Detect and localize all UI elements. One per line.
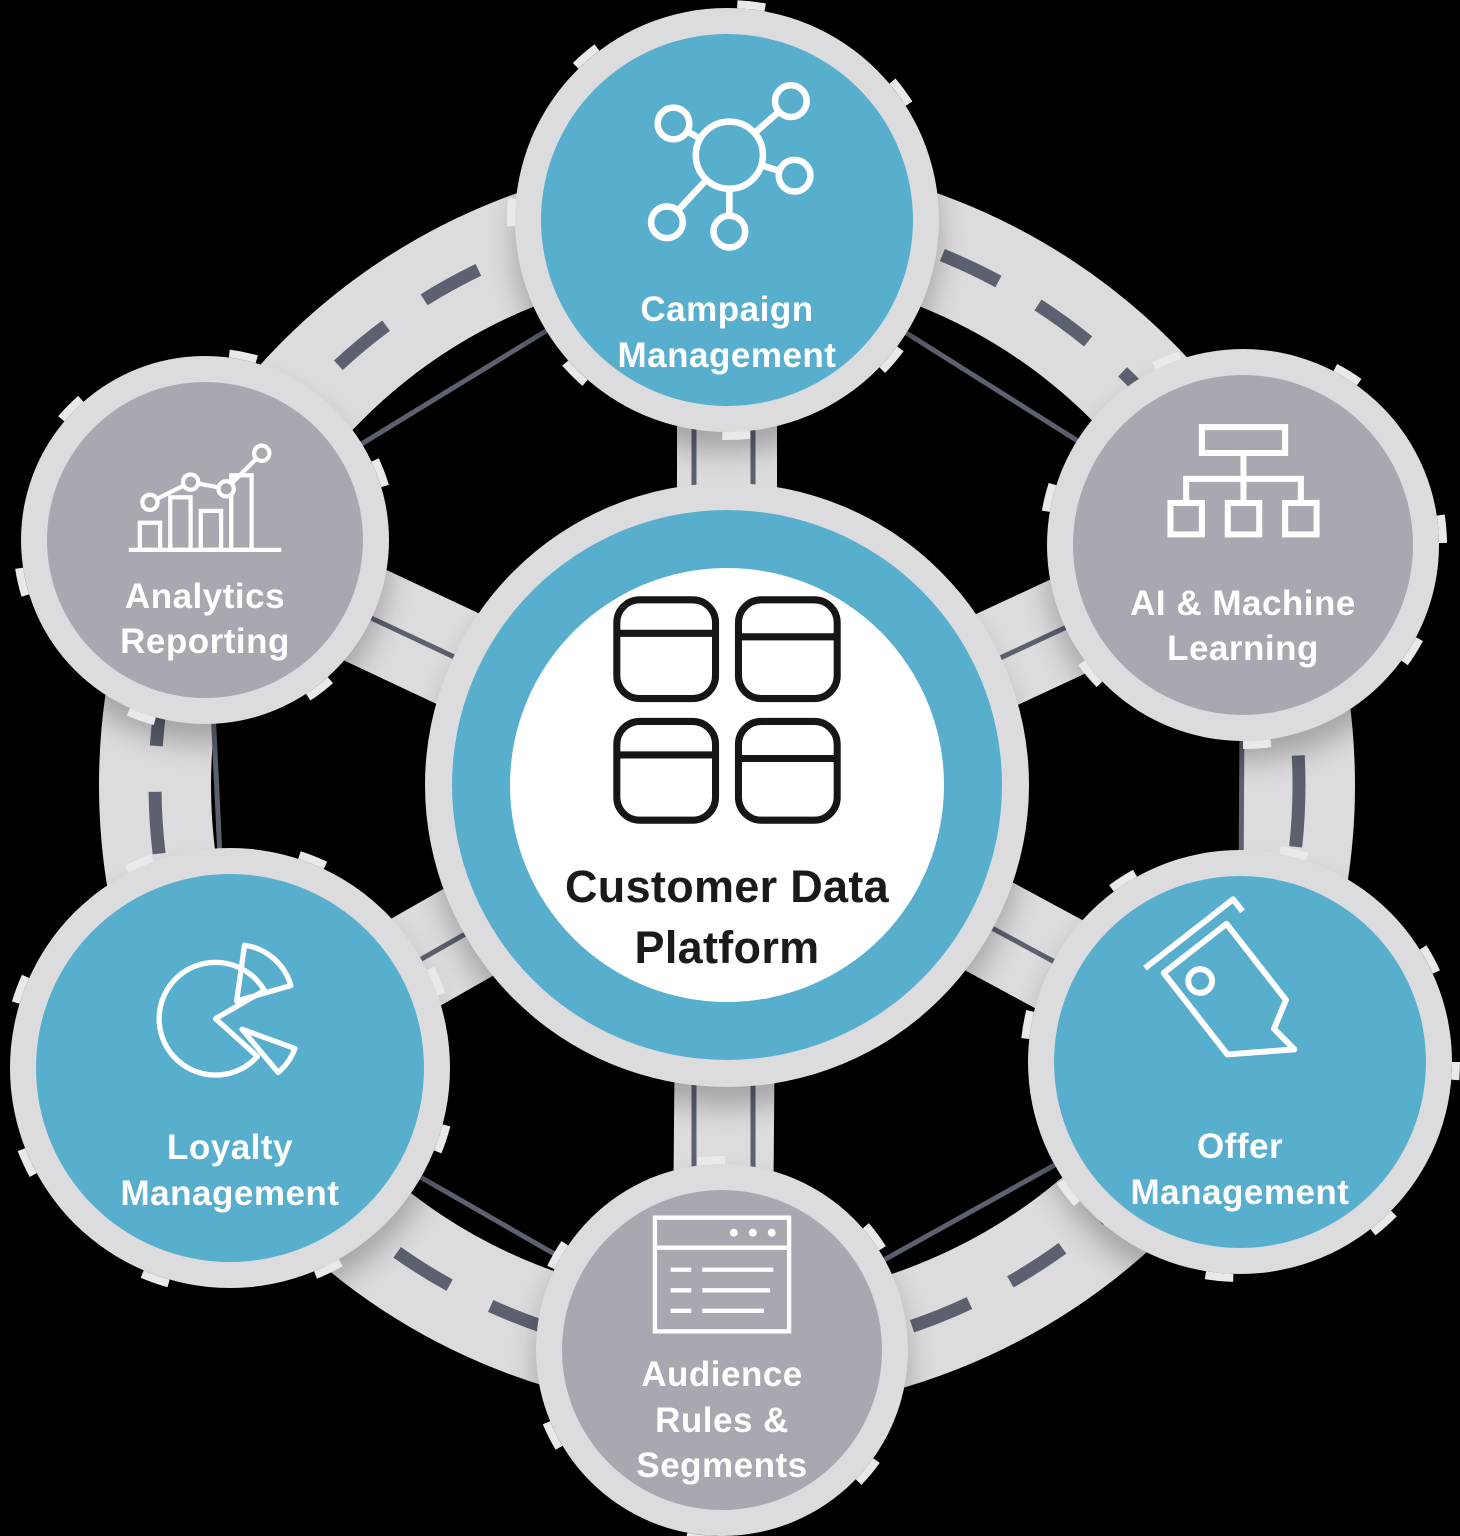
browser-list-icon: [652, 1215, 792, 1334]
data-grid-icon: [613, 596, 841, 824]
node-label: Campaign Management: [618, 287, 837, 378]
node-label: Offer Management: [1131, 1124, 1350, 1215]
node-label: Analytics Reporting: [120, 574, 290, 665]
node-analytics-reporting: Analytics Reporting: [47, 382, 363, 698]
label-line: Customer Data: [565, 861, 889, 913]
label-line: Analytics: [124, 576, 286, 616]
label-line: Segments: [636, 1446, 808, 1486]
hierarchy-icon: [1166, 423, 1320, 537]
label-line: Offer: [1196, 1127, 1284, 1166]
label-line: AI & Machine: [1130, 583, 1356, 623]
label-line: Management: [120, 1173, 340, 1213]
label-line: Reporting: [120, 622, 290, 661]
center-hub-disc: Customer Data Platform: [510, 568, 944, 1002]
bar-line-chart-icon: [128, 443, 282, 552]
node-label: Audience Rules & Segments: [636, 1352, 807, 1489]
label-line: Management: [617, 335, 837, 375]
pie-chart-icon: [155, 942, 298, 1078]
label-line: Rules &: [655, 1400, 789, 1440]
center-title: Customer Data Platform: [565, 857, 889, 979]
node-customer-data-platform: Customer Data Platform: [452, 510, 1002, 1060]
label-line: Audience: [641, 1355, 803, 1395]
node-label: Loyalty Management: [121, 1125, 340, 1216]
label-line: Loyalty: [166, 1128, 294, 1167]
node-offer-management: Offer Management: [1054, 876, 1426, 1248]
node-loyalty-management: Loyalty Management: [36, 874, 424, 1262]
price-tag-icon: [1142, 896, 1297, 1058]
network-hub-icon: [647, 82, 814, 251]
label-line: Management: [1130, 1172, 1350, 1212]
node-ai-machine-learning: AI & Machine Learning: [1073, 375, 1413, 715]
node-audience-rules-segments: Audience Rules & Segments: [562, 1190, 882, 1510]
label-line: Learning: [1167, 629, 1319, 668]
node-campaign-management: Campaign Management: [541, 34, 913, 406]
label-line: Platform: [634, 922, 820, 973]
label-line: Campaign: [640, 290, 814, 329]
node-label: AI & Machine Learning: [1130, 581, 1356, 672]
